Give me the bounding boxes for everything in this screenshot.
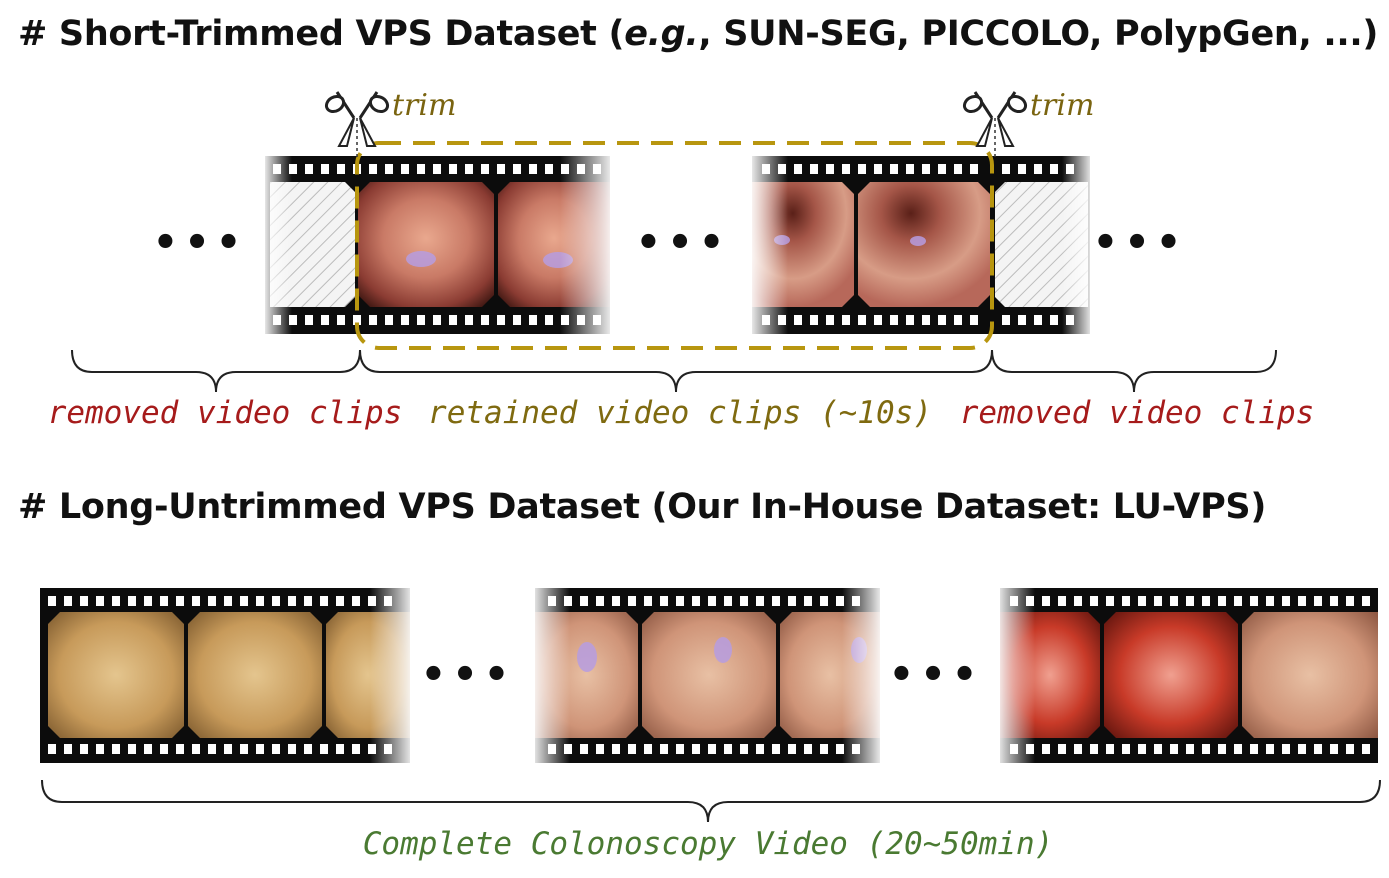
ellipsis: •••	[1092, 220, 1188, 266]
bottom-filmstrip-2	[530, 582, 884, 770]
polyp-mask	[910, 236, 926, 246]
polyp-mask	[406, 251, 436, 267]
label-complete: Complete Colonoscopy Video (20~50min)	[362, 826, 1054, 862]
brace-removed-right	[991, 349, 1277, 393]
bottom-filmstrip-3	[995, 582, 1378, 770]
brace-retained	[359, 349, 993, 393]
label-removed-left: removed video clips	[47, 395, 403, 431]
trim-label-right: trim	[1030, 88, 1095, 123]
bottom-heading: # Long-Untrimmed VPS Dataset (Our In-Hou…	[18, 487, 1267, 527]
polyp-mask	[577, 642, 597, 672]
video-frame	[858, 182, 990, 307]
video-frame	[1104, 612, 1238, 738]
top-filmstrip-right	[748, 150, 1094, 340]
ellipsis: •••	[420, 652, 516, 698]
top-filmstrip-left	[262, 150, 615, 340]
video-frame	[48, 612, 184, 738]
label-removed-right: removed video clips	[959, 395, 1315, 431]
polyp-mask	[714, 637, 732, 663]
top-heading: # Short-Trimmed VPS Dataset (e.g., SUN-S…	[18, 14, 1379, 54]
ellipsis: •••	[635, 220, 731, 266]
video-frame	[1242, 612, 1378, 738]
brace-complete	[41, 779, 1381, 823]
trim-label-left: trim	[392, 88, 457, 123]
bottom-filmstrip-1	[40, 582, 415, 770]
video-frame	[358, 182, 494, 307]
video-frame	[188, 612, 322, 738]
ellipsis: •••	[888, 652, 984, 698]
video-frame	[642, 612, 776, 738]
ellipsis: •••	[152, 220, 248, 266]
scissors-icon	[962, 91, 1028, 158]
brace-removed-left	[71, 349, 361, 393]
scissors-icon	[324, 91, 390, 158]
label-retained: retained video clips (~10s)	[428, 395, 932, 431]
